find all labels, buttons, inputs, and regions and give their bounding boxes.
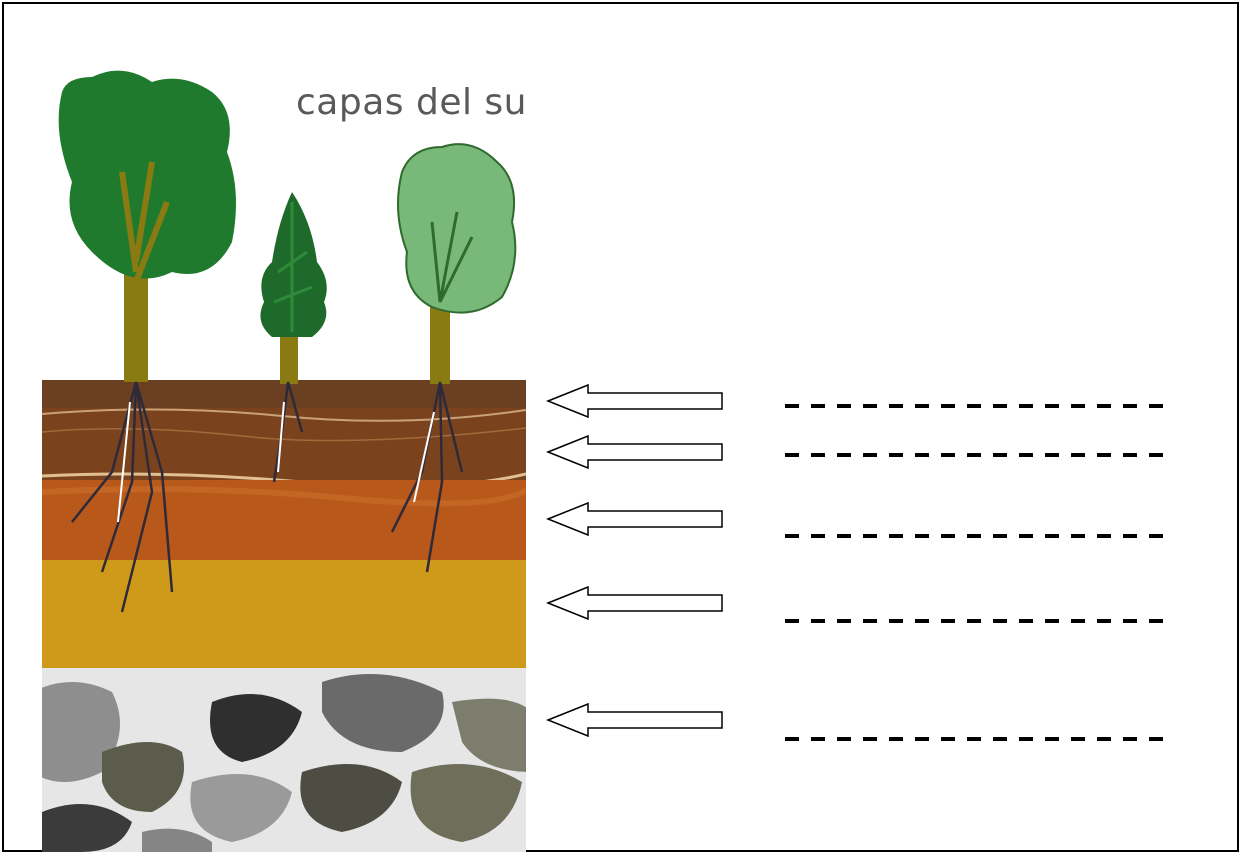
arrow-left-icon: [545, 383, 723, 419]
tree-middle: [260, 192, 327, 384]
answer-blank-4[interactable]: [785, 619, 1170, 623]
layer-sand: [42, 560, 526, 668]
bedrock-rocks: [42, 674, 526, 852]
soil-layers-illustration: [42, 52, 526, 852]
answer-blank-2[interactable]: [785, 453, 1170, 457]
arrow-left-icon: [545, 585, 723, 621]
worksheet-title: capas del sue: [296, 82, 526, 123]
tree-right: [397, 143, 517, 384]
title-clip: capas del sue: [42, 52, 526, 172]
tree-left: [58, 70, 237, 382]
arrow-left-icon: [545, 501, 723, 537]
arrow-left-icon: [545, 434, 723, 470]
answer-blank-5[interactable]: [785, 737, 1170, 741]
arrow-left-icon: [545, 702, 723, 738]
answer-blank-1[interactable]: [785, 404, 1170, 408]
answer-blank-3[interactable]: [785, 534, 1170, 538]
